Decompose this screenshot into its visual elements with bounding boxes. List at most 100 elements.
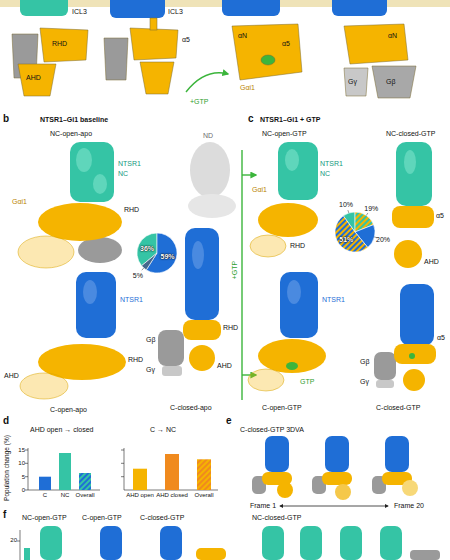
domain-label: AHD bbox=[424, 258, 439, 265]
density-map bbox=[76, 272, 116, 338]
helix-label: α5 bbox=[282, 40, 290, 47]
helix-label: α5 bbox=[182, 36, 190, 43]
frame-label: Frame 1 bbox=[250, 502, 276, 509]
bar bbox=[39, 453, 211, 490]
bar bbox=[79, 473, 91, 490]
density-map bbox=[403, 369, 425, 391]
panel-title: NTSR1–Gi1 + GTP bbox=[260, 116, 321, 123]
state-label: C-open-GTP bbox=[82, 514, 122, 521]
state-label: NC-open-apo bbox=[50, 130, 92, 137]
state-label: NC-closed-GTP bbox=[386, 130, 435, 137]
bar-chart bbox=[17, 530, 20, 560]
density-map bbox=[18, 142, 236, 399]
subunit-label: Gγ bbox=[348, 78, 357, 85]
bar-chart bbox=[20, 530, 21, 560]
pie-slice bbox=[142, 253, 157, 270]
density-map bbox=[287, 280, 301, 304]
g-protein-cartoon bbox=[140, 62, 174, 94]
helix-label: αN bbox=[388, 32, 397, 39]
receptor-cartoon bbox=[332, 0, 387, 16]
bar-chart bbox=[25, 476, 28, 477]
loop-label: ICL3 bbox=[168, 8, 183, 15]
state-label: C-closed-GTP bbox=[376, 404, 420, 411]
subunit-label: NC bbox=[320, 170, 330, 177]
density-map bbox=[277, 482, 293, 498]
state-label: NC-open-GTP bbox=[22, 514, 67, 521]
percentage-label: 59% bbox=[161, 253, 175, 260]
density-map bbox=[262, 526, 284, 560]
density-map bbox=[394, 240, 422, 268]
panel-title: NTSR1–Gi1 baseline bbox=[40, 116, 108, 123]
receptor-cartoon bbox=[110, 0, 165, 18]
subunit-label: NTSR1 bbox=[118, 160, 141, 167]
density-map bbox=[258, 203, 318, 237]
panel-letter: f bbox=[3, 510, 6, 520]
density-map bbox=[394, 344, 436, 364]
receptor-cartoon bbox=[222, 0, 280, 16]
subunit-label: NTSR1 bbox=[120, 296, 143, 303]
density-map bbox=[188, 194, 236, 218]
g-protein-cartoon bbox=[372, 66, 416, 98]
density-map bbox=[24, 548, 30, 560]
subunit-label: Gβ bbox=[360, 358, 369, 365]
g-protein-cartoon bbox=[261, 55, 275, 65]
bar-chart bbox=[121, 463, 124, 464]
density-map bbox=[396, 142, 432, 206]
panel-letter: e bbox=[226, 416, 232, 426]
pie-slice bbox=[335, 216, 368, 252]
density-map bbox=[340, 526, 362, 560]
leader-line bbox=[347, 210, 349, 213]
pie-graphic bbox=[120, 222, 194, 284]
state-label: C-open-GTP bbox=[262, 404, 302, 411]
bar bbox=[133, 469, 147, 490]
bar bbox=[165, 454, 179, 490]
category-label: Overall bbox=[75, 492, 94, 498]
axis-title: Population change (%) bbox=[4, 435, 11, 501]
pie-slice bbox=[146, 233, 177, 273]
tick-label: 15 bbox=[18, 447, 25, 453]
loop-label: ICL3 bbox=[72, 8, 87, 15]
subunit-label: Gγ bbox=[360, 378, 369, 385]
frame-label: Frame 20 bbox=[394, 502, 424, 509]
density-map bbox=[192, 241, 204, 269]
percentage-label: 10% bbox=[339, 201, 353, 208]
percentage-label: 5% bbox=[133, 271, 143, 278]
state-label: C-closed-GTP bbox=[140, 514, 184, 521]
gtp-arrow bbox=[186, 73, 228, 92]
density-map bbox=[20, 373, 68, 399]
bar-chart bbox=[25, 463, 28, 464]
panel-letter: b bbox=[3, 114, 9, 124]
chart-title: C → NC bbox=[150, 426, 176, 433]
tick-label: 10 bbox=[18, 460, 25, 466]
bar-chart bbox=[25, 490, 28, 491]
density-map bbox=[189, 345, 215, 371]
chart-title: AHD open → closed bbox=[30, 426, 93, 433]
density-map bbox=[404, 150, 416, 174]
domain-label: AHD bbox=[4, 372, 19, 379]
state-label: NC-closed-GTP bbox=[252, 514, 301, 521]
bar-chart bbox=[28, 448, 29, 490]
density-map bbox=[374, 352, 396, 380]
domain-label: RHD bbox=[52, 40, 67, 47]
g-protein-cartoon bbox=[344, 68, 368, 96]
state-label: NC-open-GTP bbox=[262, 130, 307, 137]
density-map bbox=[160, 526, 182, 560]
density-map bbox=[380, 526, 402, 560]
domain-label: RHD bbox=[223, 324, 238, 331]
state-label: C-closed-apo bbox=[170, 404, 212, 411]
gtp-step-line bbox=[242, 174, 256, 175]
g-protein-cartoon bbox=[150, 18, 157, 30]
percentage-label: 20% bbox=[376, 236, 390, 243]
density-map bbox=[100, 526, 122, 560]
helix-label: α5 bbox=[436, 212, 444, 219]
gtp-arrow bbox=[186, 73, 228, 92]
bar-chart bbox=[124, 448, 125, 490]
percentage-label: 19% bbox=[364, 205, 378, 212]
category-label: AHD closed bbox=[156, 492, 188, 498]
density-map bbox=[190, 142, 230, 198]
domain-label: AHD bbox=[26, 74, 41, 81]
g-protein-cartoon bbox=[40, 28, 88, 62]
density-map bbox=[392, 206, 434, 228]
pie-chart: 36%59%5% bbox=[120, 222, 194, 284]
